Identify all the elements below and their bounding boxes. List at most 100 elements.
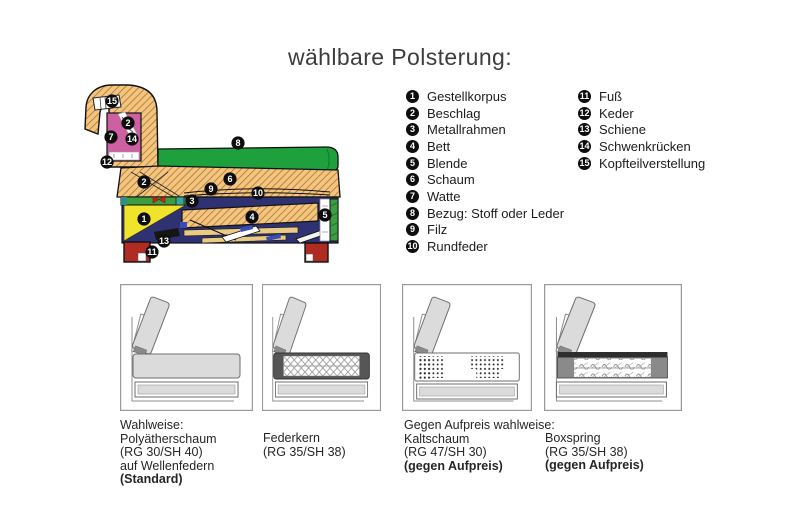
foot-left-glide — [137, 252, 147, 262]
part-number-badge: 7 — [406, 189, 419, 203]
base-inner — [277, 384, 366, 395]
svg-text:5: 5 — [322, 210, 327, 220]
legend-item-label: Filz — [427, 222, 448, 238]
fascia-strip — [329, 198, 339, 242]
part-number-badge: 2 — [406, 106, 419, 120]
legend-item: 4 Bett — [406, 138, 564, 155]
caption-line: Federkern — [263, 431, 320, 445]
caption-line: Gegen Aufpreis wahlweise: — [404, 418, 555, 432]
part-number-badge: 14 — [578, 139, 591, 153]
base-inner — [419, 386, 515, 397]
caption-line: Kaltschaum — [404, 431, 470, 446]
legend-item-label: Schiene — [599, 122, 646, 138]
part-marker-1: 1 — [137, 212, 151, 226]
caption-line: (RG 35/SH 38) — [263, 444, 346, 459]
part-marker-15: 15 — [105, 94, 119, 108]
part-marker-9: 9 — [204, 182, 218, 196]
legend-item-label: Schwenkrücken — [599, 138, 691, 154]
caption-line: auf Wellenfedern — [120, 458, 215, 473]
part-marker-2: 2 — [137, 175, 151, 189]
part-marker-8: 8 — [231, 136, 245, 150]
caption-line-bold: (gegen Aufpreis) — [545, 458, 644, 473]
svg-text:10: 10 — [253, 188, 263, 198]
mechanism-link-2 — [266, 234, 281, 241]
ratchet-ticks — [99, 95, 117, 110]
option-caption-boxspring: Boxspring (RG 35/SH 38) (gegen Aufpreis) — [545, 431, 644, 473]
seat-foam-block — [132, 353, 241, 379]
part-marker-11: 11 — [145, 245, 159, 259]
part-marker-12: 12 — [100, 155, 114, 169]
part-marker-3: 3 — [185, 194, 199, 208]
caption-line: Boxspring — [545, 431, 601, 445]
backrest-cushion — [132, 296, 170, 357]
perforation-dots-left2 — [418, 356, 432, 380]
legend-item-label: Gestellkorpus — [427, 88, 507, 104]
legend-item-label: Rundfeder — [427, 239, 488, 255]
option-caption-standard: Wahlweise: Polyätherschaum (RG 30/SH 40)… — [120, 418, 217, 487]
mechanism-link-3 — [180, 222, 187, 228]
foot-right-glide — [305, 253, 314, 262]
svg-text:12: 12 — [102, 157, 112, 167]
part-number-badge: 12 — [578, 106, 591, 120]
caption-line: (RG 35/SH 38) — [545, 444, 628, 459]
part-number-badge: 11 — [578, 89, 591, 103]
part-marker-13: 13 — [157, 234, 171, 248]
boxspring-topper-band — [557, 352, 668, 358]
caption-line: Polyätherschaum — [120, 431, 217, 446]
frame-outline — [555, 317, 663, 402]
svg-text:2: 2 — [125, 118, 130, 128]
frame-outline — [413, 317, 514, 402]
svg-text:8: 8 — [235, 138, 240, 148]
part-marker-4: 4 — [245, 210, 259, 224]
fascia-texture — [330, 202, 338, 237]
legend-item: 13 Schiene — [578, 121, 705, 138]
part-marker-7: 7 — [104, 130, 118, 144]
legend-item: 11 Fuß — [578, 88, 705, 105]
part-number-badge: 13 — [578, 123, 591, 137]
legend-item-label: Metallrahmen — [427, 122, 506, 138]
legend-item-label: Fuß — [599, 88, 623, 104]
svg-text:1: 1 — [141, 214, 146, 224]
part-marker-6: 6 — [223, 172, 237, 186]
option-caption-federkern: Federkern (RG 35/SH 38) — [263, 431, 346, 459]
perforation-dots-right — [470, 356, 505, 369]
legend-item: 3 Metallrahmen — [406, 121, 564, 138]
option-caption-kaltschaum: Gegen Aufpreis wahlweise: Kaltschaum (RG… — [404, 418, 555, 473]
legend-item: 12 Keder — [578, 105, 705, 122]
legend-item-label: Bett — [427, 138, 451, 154]
part-marker-10: 10 — [251, 186, 265, 200]
svg-text:15: 15 — [107, 96, 117, 106]
legend-item-label: Schaum — [427, 172, 475, 188]
legend-item-label: Kopfteilverstellung — [599, 155, 706, 171]
mechanism-link-1 — [240, 225, 253, 232]
legend-item: 2 Beschlag — [406, 105, 564, 122]
rail-segment-right — [175, 196, 185, 206]
backrest-base-strip — [108, 151, 140, 161]
svg-text:2: 2 — [141, 177, 146, 187]
caption-line-bold: (Standard) — [120, 472, 183, 487]
clamp — [152, 195, 166, 204]
caption-line: (RG 47/SH 30) — [404, 445, 487, 460]
svg-text:9: 9 — [208, 184, 213, 194]
frame-outline — [272, 317, 364, 402]
part-number-badge: 4 — [406, 139, 419, 153]
legend-item-label: Keder — [599, 105, 634, 121]
bed-slat-2 — [201, 234, 287, 244]
part-marker-2: 2 — [121, 116, 135, 130]
option-diagram-federkern — [262, 284, 381, 411]
part-number-badge: 3 — [406, 123, 419, 137]
part-marker-14: 14 — [125, 132, 139, 146]
base-inner — [559, 384, 664, 395]
rail-segment-left — [121, 197, 127, 205]
frame-outline — [131, 317, 234, 402]
part-number-badge: 8 — [406, 206, 419, 220]
legend-item-label: Beschlag — [427, 105, 481, 121]
